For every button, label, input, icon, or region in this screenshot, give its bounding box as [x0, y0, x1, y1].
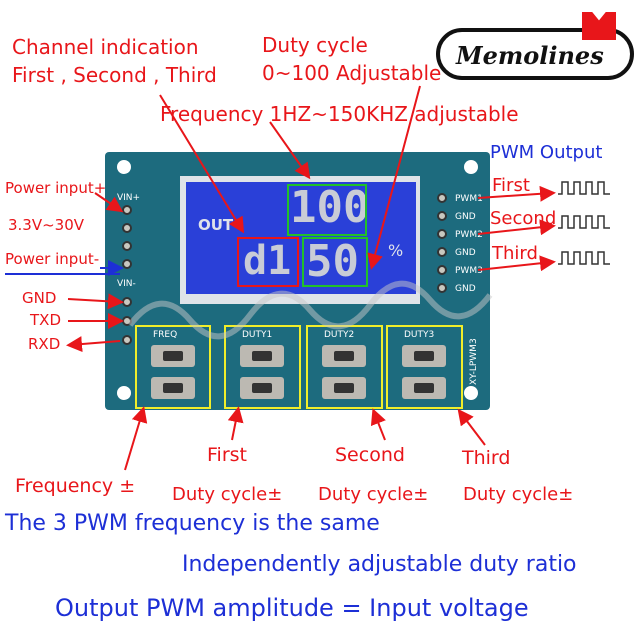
vin-pin: [122, 241, 132, 251]
frequency-highlight-box: [287, 184, 367, 236]
arrow-out-third: [477, 255, 556, 272]
txd-label: TXD: [30, 311, 61, 329]
output-pin: [437, 229, 447, 239]
arrow-out-second: [477, 219, 556, 236]
frequency-range-label: Frequency 1HZ~150KHZ adjustable: [160, 102, 519, 126]
duty3-button-group: DUTY3: [386, 325, 463, 409]
output-pin: [437, 211, 447, 221]
frequency-pm-label: Frequency ±: [15, 475, 136, 497]
pwm-output-label: PWM Output: [490, 142, 603, 163]
duty3-pm-label: Duty cycle±: [463, 484, 574, 505]
channels-label: First , Second , Third: [12, 63, 217, 87]
arrow-duty: [367, 85, 421, 270]
button-label: DUTY1: [242, 330, 273, 340]
output-pin: [437, 247, 447, 257]
gnd-label: GND: [22, 289, 57, 307]
arrow-frequency: [269, 121, 311, 180]
square-wave-icon: [558, 251, 610, 265]
output-pin: [437, 265, 447, 275]
vin-plus-label: VIN+: [117, 193, 141, 203]
vin-pin: [122, 223, 132, 233]
square-wave-icon: [558, 215, 610, 229]
duty1-minus-button[interactable]: [240, 377, 284, 399]
button-second-label: Second: [335, 444, 405, 466]
freq-button-group: FREQ: [135, 325, 211, 409]
arrow-rxd: [66, 336, 121, 353]
duty1-pm-label: Duty cycle±: [172, 484, 283, 505]
duty1-plus-button[interactable]: [240, 345, 284, 367]
arrow-power-plus: [94, 192, 124, 213]
channel-indication-label: Channel indication: [12, 35, 199, 59]
arrow-duty2-btn: [370, 408, 386, 441]
lcd-frequency: 100: [290, 182, 370, 233]
note-same-frequency: The 3 PWM frequency is the same: [5, 511, 380, 536]
button-third-label: Third: [462, 447, 511, 469]
output-third-label: Third: [492, 243, 538, 264]
lcd-duty: 50: [306, 236, 359, 287]
rxd-label: RXD: [28, 335, 61, 353]
pin-label: GND: [455, 284, 476, 294]
output-first-label: First: [492, 175, 530, 196]
duty3-plus-button[interactable]: [402, 345, 446, 367]
watermark-swash: [127, 280, 493, 340]
duty3-minus-button[interactable]: [402, 377, 446, 399]
lcd-channel: d1: [243, 238, 292, 284]
power-input-plus-label: Power input+: [5, 179, 107, 197]
power-input-minus-label: Power input-: [5, 250, 100, 268]
arrow-duty1-btn: [227, 406, 244, 441]
arrow-duty3-btn: [457, 408, 486, 446]
button-first-label: First: [207, 444, 247, 466]
pin-label: PWM1: [455, 194, 483, 204]
pin-label: GND: [455, 212, 476, 222]
output-pin: [437, 283, 447, 293]
lcd-percent: %: [388, 241, 404, 260]
duty2-minus-button[interactable]: [322, 377, 366, 399]
button-label: DUTY3: [404, 330, 435, 340]
duty1-button-group: DUTY1: [224, 325, 301, 409]
voltage-range-label: 3.3V~30V: [8, 216, 85, 234]
arrow-out-first: [477, 185, 556, 202]
duty-range-label: 0~100 Adjustable: [262, 61, 442, 85]
square-wave-icon: [558, 181, 610, 195]
freq-plus-button[interactable]: [151, 345, 195, 367]
pin-label: PWM2: [455, 230, 483, 240]
pin-label: PWM3: [455, 266, 483, 276]
arrow-gnd: [67, 293, 124, 310]
uart-pin: [122, 335, 132, 345]
duty-cycle-label: Duty cycle: [262, 33, 368, 57]
button-label: FREQ: [153, 330, 178, 340]
note-amplitude: Output PWM amplitude = Input voltage: [55, 594, 529, 622]
arrow-freq-btn: [124, 406, 148, 471]
note-independent-duty: Independently adjustable duty ratio: [182, 552, 577, 577]
duty2-pm-label: Duty cycle±: [318, 484, 429, 505]
vin-minus-label: VIN-: [117, 279, 136, 289]
pin-label: GND: [455, 248, 476, 258]
duty-highlight-box: [302, 237, 368, 287]
freq-minus-button[interactable]: [151, 377, 195, 399]
channel-highlight-box: [237, 237, 299, 287]
memolines-logo: Memolines: [436, 28, 634, 80]
duty2-plus-button[interactable]: [322, 345, 366, 367]
button-label: DUTY2: [324, 330, 355, 340]
output-pin: [437, 193, 447, 203]
lcd-out: OUT: [198, 216, 234, 234]
logo-text: Memolines: [456, 41, 604, 70]
arrow-channel: [159, 94, 245, 234]
